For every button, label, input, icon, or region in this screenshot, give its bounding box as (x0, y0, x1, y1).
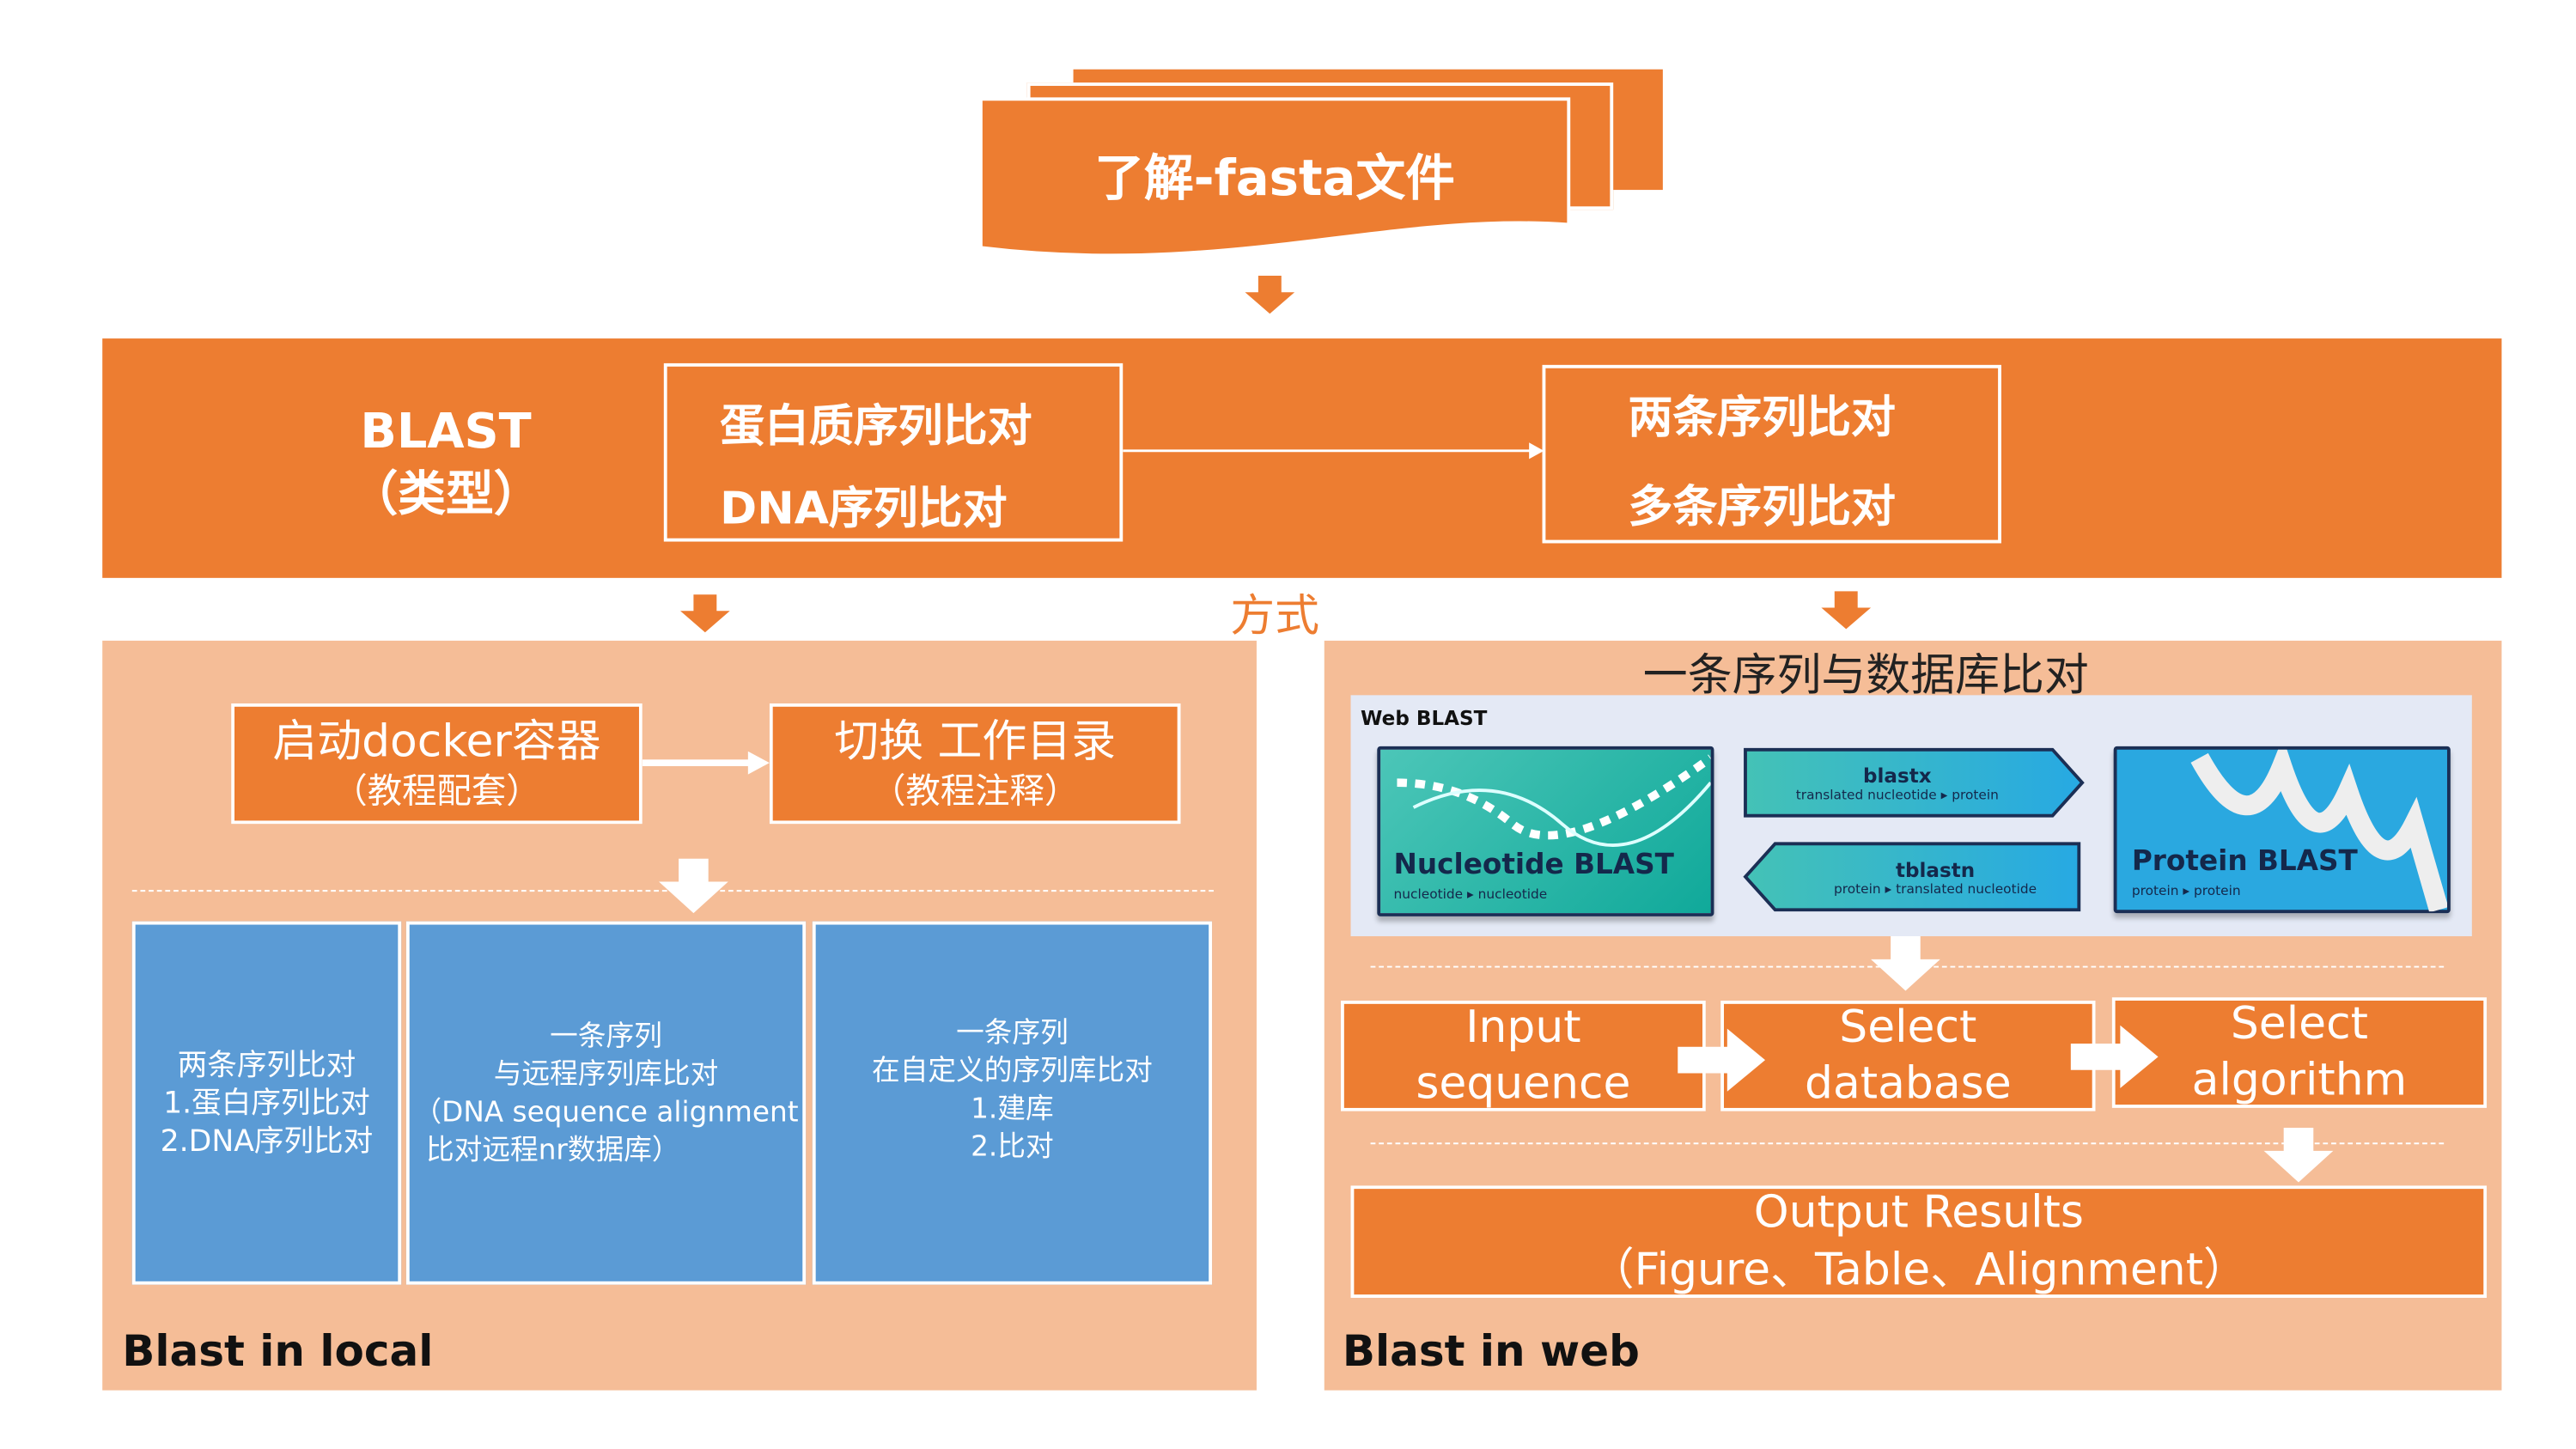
fasta-title: 了解-fasta文件 (1094, 149, 1455, 209)
card-line: 在自定义的序列库比对 (872, 1055, 1153, 1088)
tblastn-name: tblastn (1895, 857, 1976, 881)
nucleotide-blast-name: Nucleotide BLAST (1393, 849, 1674, 882)
card-line: 一条序列 (550, 1020, 662, 1054)
protein-alignment: 蛋白质序列比对 (720, 401, 1032, 453)
blastx-sub: translated nucleotide ▸ protein (1795, 787, 1999, 802)
pairwise-alignment: 两条序列比对 (1628, 393, 1896, 445)
right-arrow-icon (1678, 1028, 1766, 1092)
protein-helix-icon (2190, 749, 2447, 912)
step-line: Select (1839, 1001, 1977, 1053)
sequence-count-box: 两条序列比对 多条序列比对 (1542, 364, 2001, 544)
dna-helix-icon (1397, 754, 1711, 847)
web-blast-panel: Web BLAST Nucleotide BLAST nucleotide ▸ … (1350, 695, 2472, 937)
right-arrow-icon (2070, 1025, 2159, 1088)
card-line: 1.建库 (971, 1093, 1054, 1127)
card-line: 与远程序列库比对 (493, 1058, 719, 1092)
step-title: 切换 工作目录 (834, 715, 1117, 767)
step-sub: （教程注释） (871, 770, 1080, 810)
card-line: 2.比对 (971, 1130, 1054, 1165)
output-results-step: Output Results （Figure、Table、Alignment） (1350, 1185, 2488, 1299)
card-line: 一条序列 (956, 1017, 1069, 1050)
divider (1370, 1142, 2445, 1145)
web-footer: Blast in web (1342, 1327, 1640, 1378)
card-line: 1.蛋白序列比对 (163, 1085, 370, 1121)
output-title: Output Results (1753, 1187, 2084, 1239)
right-arrow-icon (1123, 442, 1544, 460)
select-database-step: Select database (1720, 1000, 2096, 1111)
blastx-name: blastx (1863, 764, 1932, 788)
step-title: 启动docker容器 (272, 715, 601, 767)
switch-dir-step: 切换 工作目录 （教程注释） (769, 703, 1181, 825)
card-line: 比对远程nr数据库） (425, 1134, 680, 1168)
blastx-label: blastx translated nucleotide ▸ protein (1745, 753, 2049, 813)
local-card-remote: 一条序列 与远程序列库比对 （DNA sequence alignment 比对… (405, 921, 807, 1285)
local-card-custom: 一条序列 在自定义的序列库比对 1.建库 2.比对 (812, 921, 1213, 1285)
blast-types-label: BLAST （类型） (314, 396, 578, 528)
method-label: 方式 (1230, 590, 1319, 642)
doc-front-sheet (978, 97, 1571, 258)
dna-alignment: DNA序列比对 (720, 484, 1008, 535)
start-docker-step: 启动docker容器 （教程配套） (231, 703, 642, 825)
down-arrow-icon (2263, 1127, 2334, 1183)
local-card-pairwise: 两条序列比对 1.蛋白序列比对 2.DNA序列比对 (131, 921, 402, 1285)
step-line: algorithm (2191, 1054, 2408, 1106)
select-algorithm-step: Select algorithm (2111, 997, 2488, 1108)
blast-label: BLAST (360, 403, 532, 460)
step-line: sequence (1416, 1057, 1631, 1109)
types-label: （类型） (350, 466, 542, 522)
web-heading: 一条序列与数据库比对 (1642, 649, 2089, 702)
tblastn-arrow-card[interactable] (1742, 841, 2089, 916)
blastx-arrow-card[interactable] (1742, 746, 2089, 822)
down-arrow-icon (680, 594, 730, 633)
web-blast-title: Web BLAST (1361, 706, 1488, 730)
protein-blast-name: Protein BLAST (2131, 845, 2358, 879)
step-line: Input (1465, 1001, 1581, 1053)
down-arrow-icon (1871, 936, 1940, 991)
down-arrow-icon (1821, 591, 1872, 630)
step-line: database (1805, 1057, 2012, 1109)
protein-blast-card[interactable]: Protein BLAST protein ▸ protein (2113, 746, 2451, 914)
card-line: 2.DNA序列比对 (160, 1123, 374, 1159)
down-arrow-icon (1245, 276, 1295, 314)
card-line: （DNA sequence alignment (413, 1096, 799, 1129)
blast-types-band (102, 338, 2502, 578)
nucleotide-blast-card[interactable]: Nucleotide BLAST nucleotide ▸ nucleotide (1377, 746, 1714, 916)
right-arrow-icon (642, 751, 770, 775)
multiple-alignment: 多条序列比对 (1628, 482, 1896, 533)
input-sequence-step: Input sequence (1340, 1000, 1706, 1111)
tblastn-label: tblastn protein ▸ translated nucleotide (1783, 847, 2087, 906)
card-line: 两条序列比对 (177, 1047, 356, 1083)
nucleotide-blast-sub: nucleotide ▸ nucleotide (1393, 886, 1548, 902)
local-footer: Blast in local (122, 1327, 434, 1378)
down-arrow-icon (659, 858, 728, 914)
sequence-type-box: 蛋白质序列比对 DNA序列比对 (663, 362, 1124, 542)
protein-blast-sub: protein ▸ protein (2131, 883, 2241, 898)
step-line: Select (2230, 998, 2368, 1050)
output-sub: （Figure、Table、Alignment） (1589, 1245, 2248, 1297)
tblastn-sub: protein ▸ translated nucleotide (1833, 880, 2037, 896)
step-sub: （教程配套） (332, 770, 541, 810)
